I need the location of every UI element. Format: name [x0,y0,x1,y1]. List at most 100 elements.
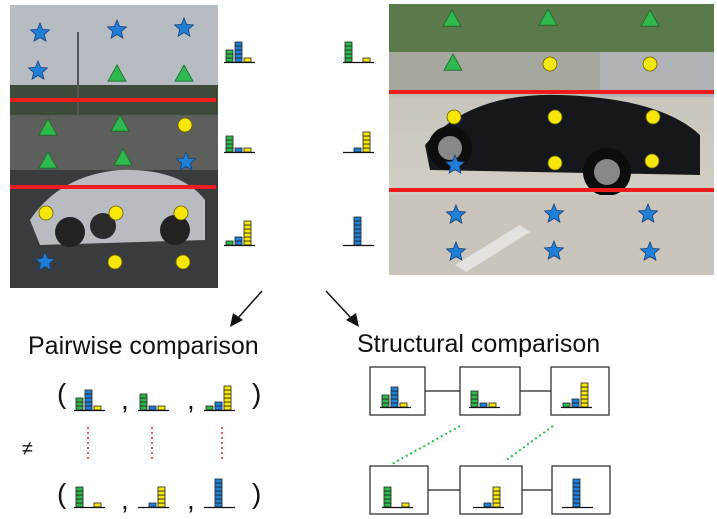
histogram-bar-cell [243,57,252,63]
close-paren-bottom: ) [252,478,262,509]
histogram-bar-cell [353,220,362,226]
pairwise-dotted-links [87,427,223,461]
histogram-bar-cell [157,405,166,411]
histogram-bar-cell [214,401,223,407]
histogram-bar-cell [75,498,84,504]
graph-node [551,465,611,515]
histogram-icon [469,390,500,409]
histogram-bar-cell [225,240,234,246]
histogram-icon [561,382,592,409]
histogram-bar-cell [580,402,589,408]
histogram-bar-cell [157,490,166,496]
histogram-bar-cell [344,53,353,59]
histogram-bar-cell [225,57,234,63]
histogram-bar-cell [399,402,408,408]
histogram-bar-cell [470,394,479,400]
star-icon [445,203,467,224]
histogram-bar-cell [353,236,362,242]
circle-icon [644,153,660,169]
circle-icon [446,109,462,125]
graph-node [550,366,610,416]
histogram-bar-cell [390,402,399,408]
histogram-bar-cell [390,386,399,392]
star-icon [27,59,49,80]
histogram-icon [224,135,255,154]
histogram-bar-cell [84,389,93,395]
histogram-bar-cell [401,502,410,508]
histogram-bar-cell [580,386,589,392]
histogram-bar-cell [139,397,148,403]
star-icon [29,21,51,42]
histogram-bar-cell [75,502,84,508]
comma-bottom-1: , [121,484,129,515]
histogram-bar-cell [234,147,243,153]
pairwise-heading: Pairwise comparison [28,332,259,360]
histogram-bar-cell [470,402,479,408]
markers [27,8,661,271]
histogram-bar-cell [572,478,581,484]
histogram-bar-cell [344,57,353,63]
star-icon [173,16,195,37]
histogram-bar-cell [362,139,371,145]
star-icon [639,240,661,261]
histogram-bar-cell [225,147,234,153]
star-icon [34,250,56,271]
histogram-bar-cell [157,502,166,508]
pairwise-row-top [74,385,235,412]
histogram-bar-cell [381,394,390,400]
histogram-icon [343,131,374,154]
histogram-bar-cell [234,240,243,246]
histogram-bar-cell [223,393,232,399]
histogram-bar-cell [157,486,166,492]
circle-icon [645,109,661,125]
triangle-icon [174,64,194,82]
histogram-bar-cell [157,494,166,500]
histogram-bar-cell [390,394,399,400]
histogram-bar-cell [353,147,362,153]
close-paren-top: ) [252,378,262,409]
histogram-icon [204,478,235,509]
graph-match-link [504,425,554,462]
histogram-icon [343,41,374,64]
circle-icon [173,205,189,221]
histogram-bar-cell [353,224,362,230]
histogram-bar-cell [214,490,223,496]
histogram-bar-cell [75,486,84,492]
histogram-bar-cell [344,41,353,47]
histogram-bar-cell [148,405,157,411]
histogram-bar-cell [84,405,93,411]
histogram-bar-cell [572,494,581,500]
histogram-icon [562,478,593,509]
histogram-bar-cell [390,398,399,404]
histogram-bar-cell [362,143,371,149]
histogram-bar-cell [580,390,589,396]
histogram-bar-cell [492,502,501,508]
circle-icon [542,56,558,72]
histogram-icon [138,486,169,509]
histogram-bar-cell [148,502,157,508]
histogram-bar-cell [75,494,84,500]
histogram-bar-cell [234,53,243,59]
histogram-bar-cell [84,393,93,399]
star-icon [543,202,565,223]
histogram-bar-cell [383,494,392,500]
histogram-bar-cell [470,390,479,396]
histogram-bar-cell [483,502,492,508]
histogram-bar-cell [492,490,501,496]
histogram-icon [74,389,105,412]
histogram-bar-cell [225,135,234,141]
histogram-bar-cell [214,494,223,500]
triangle-icon [38,118,58,136]
triangle-icon [107,64,127,82]
histogram-bar-cell [243,224,252,230]
histogram-bar-cell [84,397,93,403]
histogram-bar-cell [225,49,234,55]
triangle-icon [538,8,558,26]
triangle-icon [640,9,660,27]
histogram-bar-cell [243,232,252,238]
star-icon [175,150,197,171]
histogram-bar-cell [234,45,243,51]
histogram-icon [204,385,235,412]
histogram-icon [380,386,411,409]
